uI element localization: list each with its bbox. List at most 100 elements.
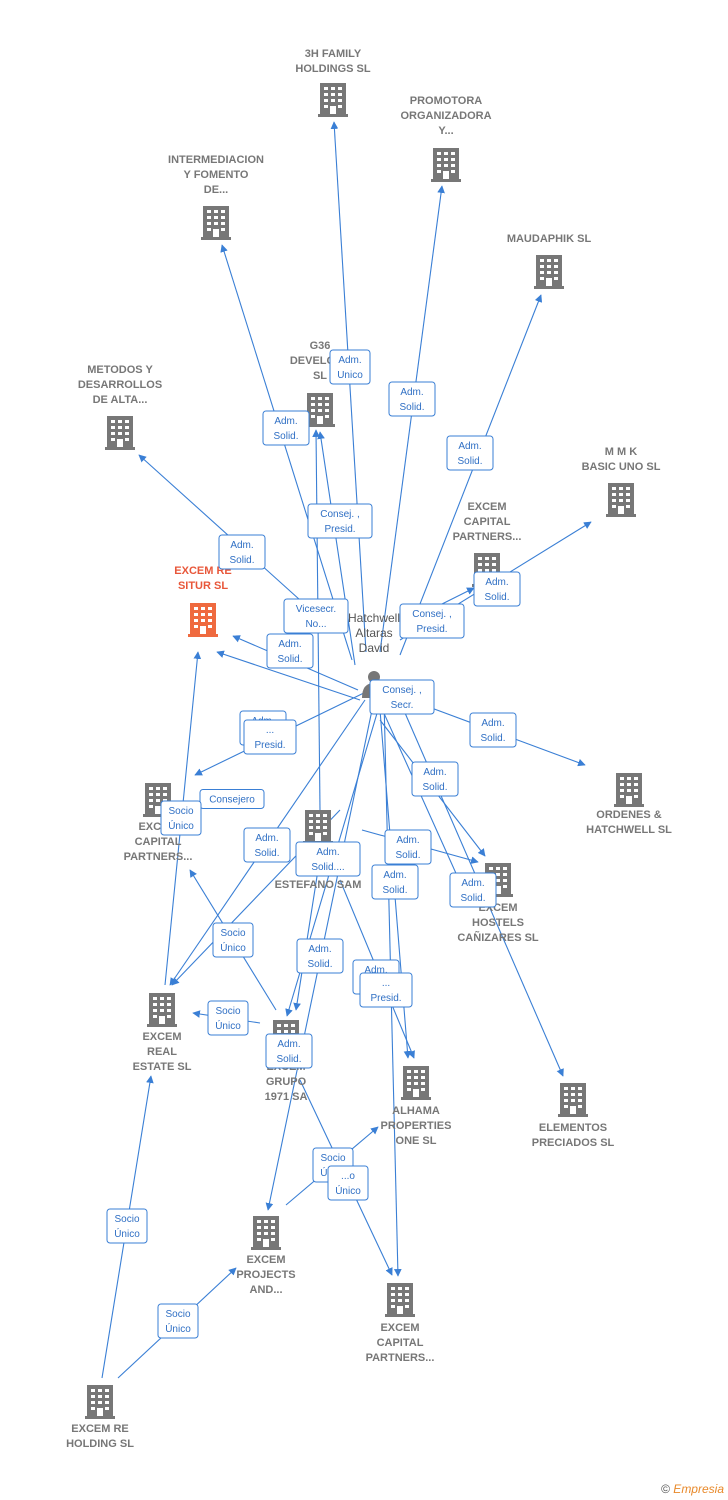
node-ordenes[interactable]: ORDENES &HATCHWELL SL (586, 773, 672, 836)
edge-label-line: Solid. (273, 431, 298, 442)
node-label-line: HOSTELS (472, 917, 524, 929)
edge-label-text: Adm.Solid. (457, 441, 482, 467)
edge-label-line: Vicesecr. (296, 604, 336, 615)
focus-building-icon (188, 603, 218, 637)
edge-label[interactable]: Vicesecr.No... (283, 598, 349, 634)
node-label-line: METODOS Y (87, 364, 153, 376)
edge-label[interactable]: Adm.Solid. (473, 571, 521, 607)
node-maudaphik[interactable]: MAUDAPHIK SL (507, 233, 592, 289)
edge-label-box (384, 829, 432, 865)
node-label-line: 1971 SA (265, 1091, 308, 1103)
building-icon (85, 1385, 115, 1419)
building-icon (606, 483, 636, 517)
edge-label[interactable]: Consej. ,Secr. (369, 679, 435, 715)
edge-label-line: Solid. (395, 850, 420, 861)
node-label-line: PRECIADOS SL (532, 1137, 615, 1149)
node-label: METODOS Y DESARROLLOS DE ALTA... (78, 364, 162, 406)
edge-label[interactable]: Adm.Solid. (388, 381, 436, 417)
edge-label-box (296, 938, 344, 974)
edge-label-text: Adm.Solid. (484, 577, 509, 603)
edge-label[interactable]: Consej. ,Presid. (399, 603, 465, 639)
node-label-line: M M K (605, 446, 637, 458)
building-icon (401, 1066, 431, 1100)
edge-label[interactable]: Adm.Solid.... (295, 841, 361, 877)
edge-label[interactable]: ...Presid. (359, 972, 413, 1008)
edge-label-text: ...Presid. (370, 978, 401, 1004)
node-label-line: DESARROLLOS (78, 379, 162, 391)
node-label-line: Y FOMENTO (184, 169, 249, 181)
edge-label-line: Secr. (391, 700, 414, 711)
edge-label-line: Único (168, 819, 194, 832)
edge-label-line: ...o (341, 1171, 355, 1182)
edge-label[interactable]: Adm.Solid. (266, 633, 314, 669)
edge-label-line: Consejero (209, 795, 255, 806)
node-label: ORDENES &HATCHWELL SL (586, 809, 672, 836)
edge-label[interactable]: Consej. ,Presid. (307, 503, 373, 539)
node-label-line: Y... (438, 125, 453, 137)
building-icon (318, 83, 348, 117)
edge-label[interactable]: Adm.Solid. (243, 827, 291, 863)
node-label-line: DE... (204, 184, 228, 196)
node-label-line: AND... (250, 1284, 283, 1296)
edge-label[interactable]: Adm.Solid. (446, 435, 494, 471)
edge-label-line: Socio (320, 1153, 345, 1164)
building-icon (201, 206, 231, 240)
edge-label[interactable]: ...Presid. (243, 719, 297, 755)
edge-label[interactable]: Adm.Solid. (371, 864, 419, 900)
node-label-line: ESTATE SL (133, 1061, 192, 1073)
edge-label[interactable]: Adm.Solid. (218, 534, 266, 570)
edge-label[interactable]: Adm.Solid. (384, 829, 432, 865)
edge-label-text: Adm.Solid. (229, 540, 254, 566)
edge-label[interactable]: Adm. Solid. (262, 410, 310, 446)
edge-label[interactable]: Adm.Solid. (449, 872, 497, 908)
edge-label[interactable]: Consejero (199, 789, 265, 809)
edge-label-line: Solid. (254, 848, 279, 859)
edge-label[interactable]: Adm.Solid. (411, 761, 459, 797)
edge-line (138, 454, 301, 601)
edge-label-line: Adm. (308, 944, 331, 955)
edge-label[interactable]: Adm.Solid. (469, 712, 517, 748)
edge-label[interactable]: Adm.Unico (329, 349, 371, 385)
edge-label-box (295, 841, 361, 877)
edge-label[interactable]: Adm.Solid. (265, 1033, 313, 1069)
node-label-line: DE ALTA... (93, 394, 148, 406)
edge-label-box (243, 719, 297, 755)
edge-label-line: Adm. (338, 355, 361, 366)
watermark: © Empresia (661, 1482, 724, 1496)
node-label-line: SITUR SL (178, 580, 228, 592)
edge-label-line: Adm. (364, 965, 387, 976)
node-label-line: G36 (310, 340, 331, 352)
edge-label-text: Consej. ,Presid. (320, 509, 359, 535)
edge-label-line: Adm. (278, 639, 301, 650)
edge-label-line: Adm. (274, 416, 297, 427)
node-metodos[interactable]: METODOS Y DESARROLLOS DE ALTA... (78, 364, 162, 450)
edge-label[interactable]: Adm.Solid. (296, 938, 344, 974)
node-label-line: David (359, 641, 390, 655)
edge-label-box (446, 435, 494, 471)
edge-label-line: Adm. (461, 878, 484, 889)
